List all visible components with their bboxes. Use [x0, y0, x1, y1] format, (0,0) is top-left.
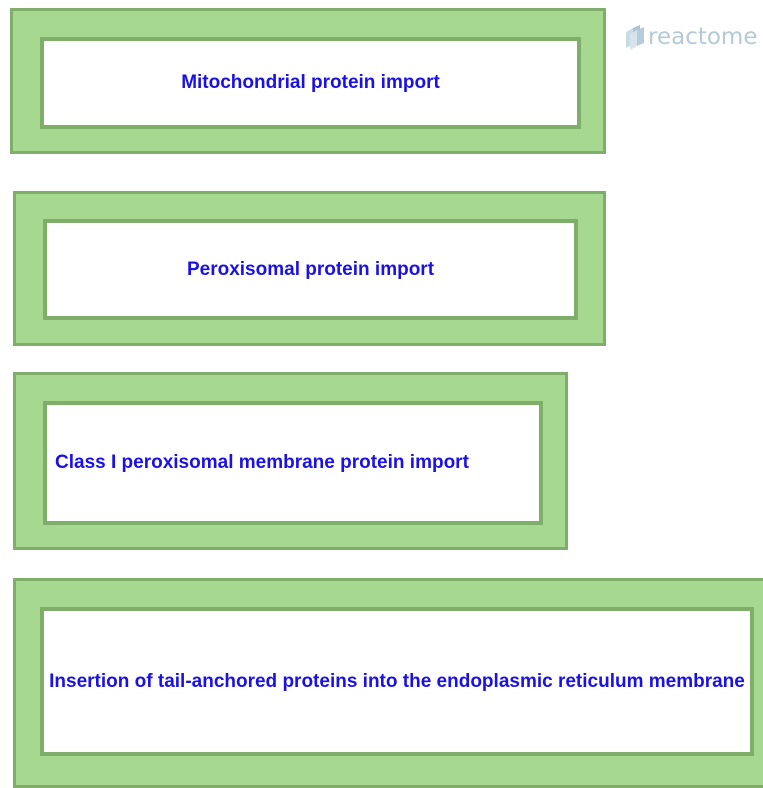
- reactome-logo-text: reactome: [648, 24, 758, 50]
- pathway-box-mitochondrial-protein-import[interactable]: Mitochondrial protein import: [10, 8, 606, 154]
- pathway-box-inner: Insertion of tail-anchored proteins into…: [40, 607, 754, 756]
- pathway-label[interactable]: Insertion of tail-anchored proteins into…: [49, 670, 745, 692]
- pathway-box-peroxisomal-protein-import[interactable]: Peroxisomal protein import: [13, 191, 606, 346]
- pathway-box-class-i-peroxisomal-membrane-protein-import[interactable]: Class I peroxisomal membrane protein imp…: [13, 372, 568, 550]
- pathway-box-inner: Mitochondrial protein import: [40, 37, 581, 129]
- pathway-box-tail-anchored-protein-insertion[interactable]: Insertion of tail-anchored proteins into…: [13, 578, 763, 788]
- pathway-box-inner: Class I peroxisomal membrane protein imp…: [43, 401, 543, 525]
- pathway-label[interactable]: Peroxisomal protein import: [186, 258, 435, 280]
- pathway-label[interactable]: Class I peroxisomal membrane protein imp…: [55, 452, 469, 473]
- pathway-box-inner: Peroxisomal protein import: [43, 219, 578, 320]
- reactome-logo-icon: [626, 25, 644, 50]
- reactome-logo: reactome: [624, 24, 758, 50]
- pathway-label[interactable]: Mitochondrial protein import: [181, 72, 440, 93]
